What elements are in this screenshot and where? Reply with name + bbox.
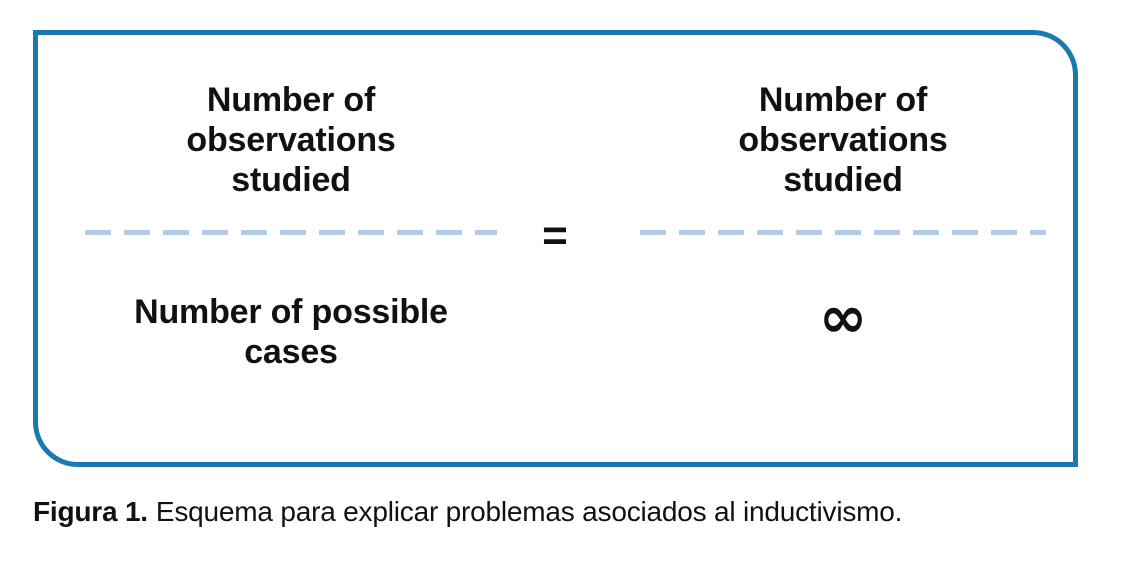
left-fraction-bar (85, 230, 497, 235)
diagram-box: Number of observations studied Number of… (33, 30, 1078, 467)
left-fraction-denominator: Number of possible cases (134, 293, 448, 371)
left-fraction-numerator: Number of observations studied (186, 81, 396, 199)
left-fraction: Number of observations studied Number of… (85, 35, 497, 462)
right-fraction-bar (640, 230, 1046, 235)
equals-sign: = (542, 211, 568, 260)
right-fraction: Number of observations studied ∞ (640, 35, 1046, 462)
figure-caption: Figura 1.Esquema para explicar problemas… (33, 495, 1113, 529)
caption-label: Figura 1. (33, 496, 148, 527)
right-fraction-numerator: Number of observations studied (738, 81, 948, 199)
caption-text: Esquema para explicar problemas asociado… (155, 496, 903, 527)
infinity-symbol: ∞ (818, 283, 868, 351)
